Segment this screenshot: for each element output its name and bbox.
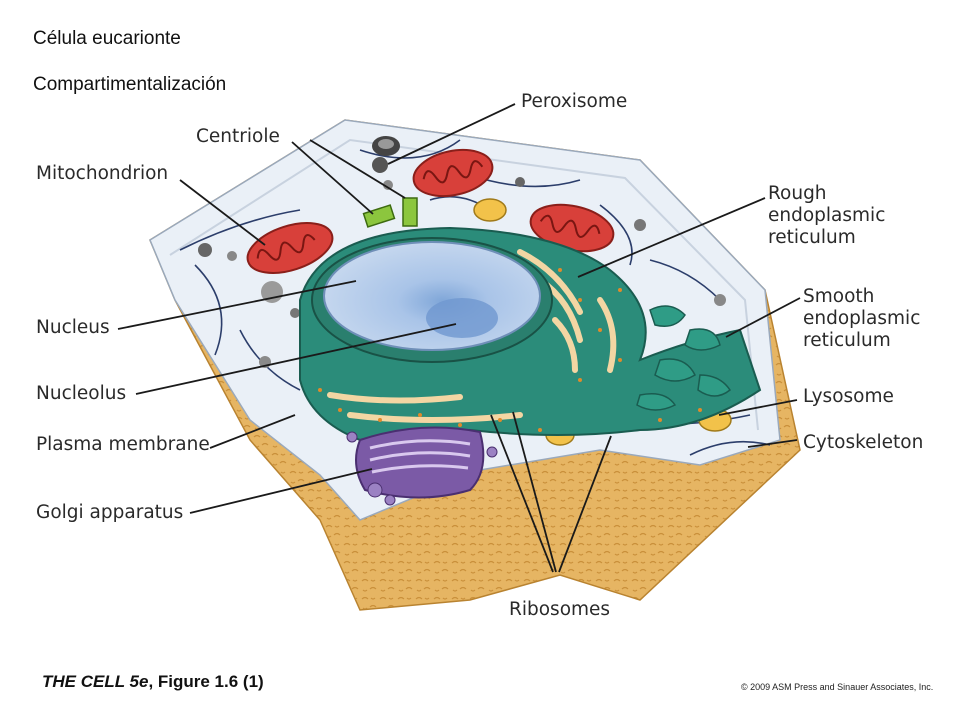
title-line-2: Compartimentalización [33, 74, 227, 95]
label-nucleolus: Nucleolus [36, 383, 127, 404]
centriole [362, 197, 418, 228]
label-rough-er-line-3: reticulum [768, 227, 856, 248]
label-golgi-apparatus: Golgi apparatus [36, 502, 184, 523]
label-smooth-er-line-3: reticulum [803, 330, 891, 351]
caption-book: THE CELL 5e [42, 672, 149, 691]
label-rough-er: Rough endoplasmic reticulum [768, 183, 885, 249]
label-smooth-er: Smooth endoplasmic reticulum [803, 286, 920, 352]
label-ribosomes: Ribosomes [509, 599, 611, 620]
caption-figure: , Figure 1.6 (1) [148, 672, 264, 691]
title-line-1: Célula eucarionte [33, 28, 181, 49]
label-rough-er-line-2: endoplasmic [768, 205, 886, 226]
leader-lines [117, 103, 801, 573]
label-plasma-membrane: Plasma membrane [36, 434, 210, 455]
nucleus [311, 237, 553, 363]
label-nucleus: Nucleus [36, 317, 110, 338]
label-smooth-er-line-2: endoplasmic [803, 308, 921, 329]
figure-caption: THE CELL 5e, Figure 1.6 (1) [42, 672, 264, 692]
label-lysosome: Lysosome [803, 386, 894, 407]
copyright-notice: © 2009 ASM Press and Sinauer Associates,… [741, 682, 934, 692]
label-cytoskeleton: Cytoskeleton [803, 432, 924, 453]
label-peroxisome: Peroxisome [521, 91, 628, 112]
label-mitochondrion: Mitochondrion [36, 163, 169, 184]
nucleolus [426, 298, 498, 338]
peroxisome [372, 136, 400, 156]
label-centriole: Centriole [196, 126, 280, 147]
label-smooth-er-line-1: Smooth [803, 286, 875, 307]
golgi-apparatus [346, 426, 498, 506]
label-rough-er-line-1: Rough [768, 183, 827, 204]
